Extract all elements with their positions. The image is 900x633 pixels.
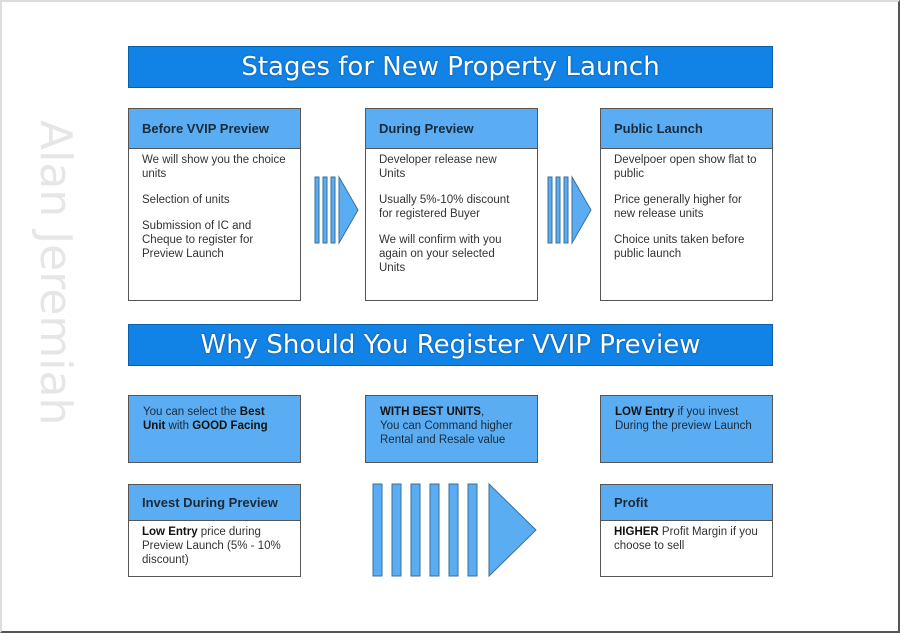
text: with [165, 420, 193, 432]
text: Profit Margin if you choose to sell [614, 526, 758, 552]
big-arrow-right-icon [372, 482, 537, 578]
stage-item: Developer release new Units [379, 154, 497, 180]
text: You can select the [143, 406, 240, 418]
text-bold: GOOD Facing [192, 420, 268, 432]
text-bold: Low Entry [142, 526, 198, 538]
text-bold: HIGHER [614, 526, 659, 538]
box-header: Invest During Preview [129, 485, 300, 521]
text: if you invest During the preview Launch [615, 406, 752, 432]
reason-best-unit: You can select the Best Unit with GOOD F… [128, 395, 301, 463]
title-banner: Stages for New Property Launch [128, 46, 773, 88]
arrow-right-icon [547, 175, 592, 245]
stage-before-vvip: Before VVIP Preview We will show you the… [128, 108, 301, 301]
stage-item: Price generally higher for new release u… [614, 194, 742, 220]
watermark: Alan Jeremiah [30, 120, 81, 426]
stage-item: We will confirm with you again on your s… [379, 234, 502, 274]
stage-public-launch: Public Launch Develpoer open show flat t… [600, 108, 773, 301]
text: price during Preview Launch (5% - 10% di… [142, 526, 281, 566]
stage-item: Choice units taken before public launch [614, 234, 745, 260]
text: You can Command higher Rental and Resale… [380, 420, 513, 446]
invest-during-preview: Invest During Preview Low Entry price du… [128, 484, 301, 577]
stage-item: Submission of IC and Cheque to register … [142, 220, 254, 260]
text-bold: WITH BEST UNITS [380, 406, 481, 418]
box-header: Profit [601, 485, 772, 521]
text-bold: Best Unit [143, 406, 265, 432]
profit-box: Profit HIGHER Profit Margin if you choos… [600, 484, 773, 577]
stage-item: Develpoer open show flat to public [614, 154, 757, 180]
stage-item: We will show you the choice units [142, 154, 286, 180]
reason-low-entry: LOW Entry if you invest During the previ… [600, 395, 773, 463]
stage-header: Public Launch [601, 109, 772, 149]
text: , [480, 406, 485, 418]
stage-during-preview: During Preview Developer release new Uni… [365, 108, 538, 301]
subtitle-banner: Why Should You Register VVIP Preview [128, 324, 773, 366]
stage-header: Before VVIP Preview [129, 109, 300, 149]
stage-item: Usually 5%-10% discount for registered B… [379, 194, 510, 220]
reason-best-units-value: WITH BEST UNITS, You can Command higher R… [365, 395, 538, 463]
stage-header: During Preview [366, 109, 537, 149]
arrow-right-icon [314, 175, 359, 245]
text-bold: LOW Entry [615, 406, 675, 418]
stage-item: Selection of units [142, 194, 230, 206]
